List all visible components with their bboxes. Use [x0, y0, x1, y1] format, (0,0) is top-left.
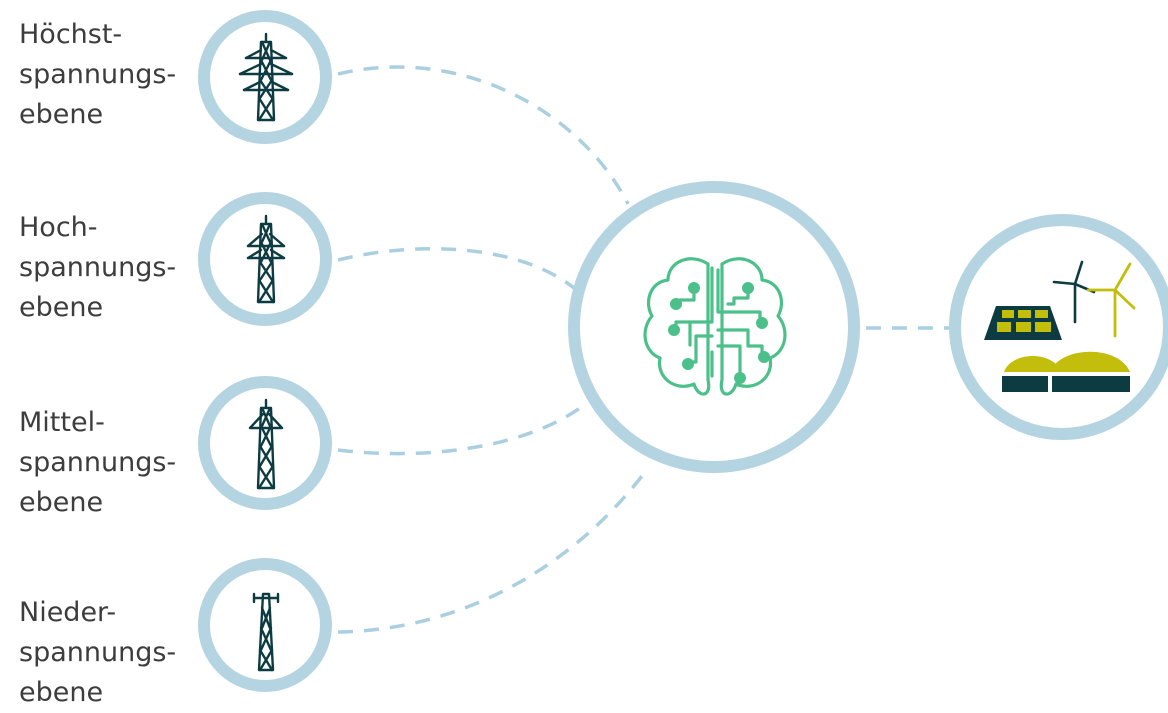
hub-circle [568, 181, 860, 473]
connectors [337, 65, 950, 634]
high-voltage-pylon-icon [246, 214, 286, 304]
connector-low [337, 466, 650, 634]
level-label-line: ebene [19, 487, 104, 518]
level-label-extra-high: Höchst- spannungs- ebene [19, 15, 199, 135]
extra-high-voltage-pylon-icon [238, 32, 294, 122]
level-label-medium: Mittel- spannungs- ebene [19, 403, 199, 523]
ai-brain-circuit-icon [643, 257, 787, 396]
level-label-line: Höchst- [19, 19, 123, 50]
level-circle-low [198, 558, 332, 692]
level-label-line: ebene [19, 677, 104, 708]
generation-circle [949, 214, 1168, 440]
level-label-line: Hoch- [19, 212, 98, 243]
wind-turbine-yellow-icon [1086, 262, 1136, 338]
level-label-line: spannungs- [19, 637, 177, 668]
level-label-line: spannungs- [19, 59, 177, 90]
level-label-line: Mittel- [19, 407, 105, 438]
level-label-low: Nieder- spannungs- ebene [19, 593, 199, 713]
connector-high [337, 246, 576, 290]
renewable-energy-icon [984, 260, 1136, 392]
level-label-line: spannungs- [19, 252, 177, 283]
level-label-line: ebene [19, 99, 104, 130]
level-label-line: Nieder- [19, 597, 117, 628]
level-circle-medium [198, 376, 332, 510]
biogas-plant-icon [1002, 351, 1130, 392]
level-label-high: Hoch- spannungs- ebene [19, 208, 199, 328]
medium-voltage-pylon-icon [248, 398, 284, 490]
low-voltage-pole-icon [252, 592, 280, 672]
connector-medium [337, 406, 582, 456]
level-label-line: spannungs- [19, 447, 177, 478]
solar-panel-icon [984, 306, 1062, 340]
brain-circuit-nodes [668, 282, 770, 384]
connector-extra-high [337, 65, 630, 205]
level-circle-extra-high [198, 10, 332, 144]
level-label-line: ebene [19, 292, 104, 323]
